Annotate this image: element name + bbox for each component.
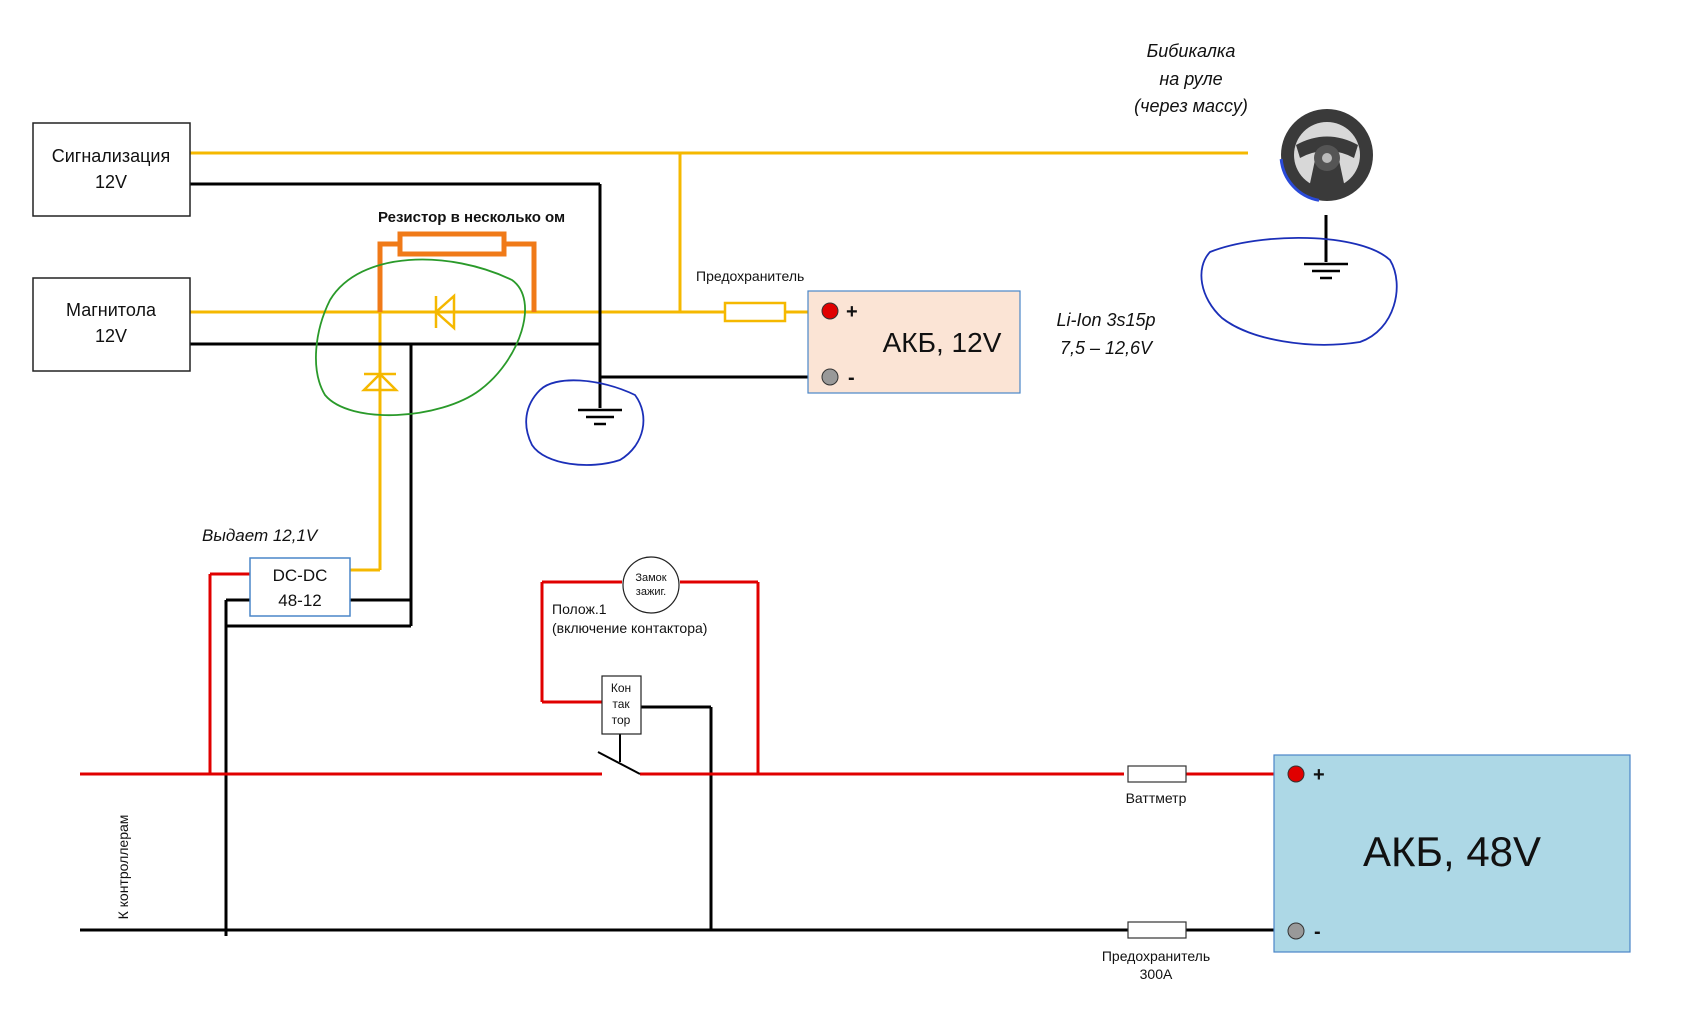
ground-icon <box>1304 262 1348 280</box>
ignition-line1: Замок <box>635 572 666 584</box>
fuse-small-label: Предохранитель <box>696 268 804 284</box>
alarm-box-line2: 12V <box>95 172 127 192</box>
contactor-line1: Кон <box>611 681 631 695</box>
ground-wires <box>80 182 1328 936</box>
horn-label-line2: на руле <box>1159 69 1222 89</box>
contactor-line2: так <box>612 697 630 711</box>
battery-12v-spec2: 7,5 – 12,6V <box>1060 338 1154 358</box>
fuse-300a-label2: 300А <box>1140 966 1173 982</box>
battery-48v-title: АКБ, 48V <box>1363 828 1541 875</box>
diode-icon <box>360 372 400 392</box>
contactor-switch <box>597 734 641 775</box>
blue-highlight-right <box>1200 237 1398 346</box>
horn-label-line1: Бибикалка <box>1147 41 1236 61</box>
controllers-label: К контроллерам <box>115 815 131 920</box>
ground-icon <box>578 408 622 426</box>
radio-box <box>32 277 191 372</box>
radio-box-line2: 12V <box>95 326 127 346</box>
steering-wheel-icon <box>1279 107 1375 203</box>
battery-12v-plus-sign: + <box>846 301 858 323</box>
fuse-300a-label1: Предохранитель <box>1102 948 1210 964</box>
position1-label: Полож.1 <box>552 601 607 617</box>
battery-12v-plus-terminal <box>821 302 839 320</box>
contactor-box <box>601 675 642 735</box>
ignition-line2: зажиг. <box>636 586 666 598</box>
green-highlight <box>315 258 526 416</box>
horn-label-line3: (через массу) <box>1134 96 1248 116</box>
battery-48v-minus-terminal <box>1287 922 1305 940</box>
dcdc-output-label: Выдает 12,1V <box>202 526 319 545</box>
dcdc-box <box>249 557 351 617</box>
fuse-300a <box>1127 921 1187 939</box>
dcdc-line1: DC-DC <box>273 566 328 585</box>
wattmeter-label: Ваттметр <box>1126 790 1187 806</box>
battery-12v-spec1: Li-Ion 3s15p <box>1056 310 1155 330</box>
position1-note: (включение контактора) <box>552 620 707 636</box>
alarm-box-line1: Сигнализация <box>52 146 171 166</box>
battery-48v-plus-terminal <box>1287 765 1305 783</box>
battery-12v <box>807 290 1021 394</box>
resistor <box>377 231 537 312</box>
fuse-small <box>723 301 787 323</box>
high-voltage-wires <box>80 572 1286 776</box>
dcdc-line2: 48-12 <box>278 591 321 610</box>
contactor-line3: тор <box>612 713 631 727</box>
battery-48v-plus-sign: + <box>1313 764 1325 786</box>
battery-12v-minus-terminal <box>821 368 839 386</box>
battery-12v-minus-sign: - <box>848 367 855 389</box>
blue-highlight-left <box>525 379 645 466</box>
wattmeter <box>1127 765 1187 783</box>
diode-icon <box>434 293 456 331</box>
radio-box-line1: Магнитола <box>66 300 157 320</box>
resistor-label: Резистор в несколько ом <box>378 209 565 226</box>
battery-48v <box>1273 754 1631 953</box>
low-voltage-wires <box>190 151 1248 572</box>
alarm-box <box>32 122 191 217</box>
ignition-lock <box>622 556 680 614</box>
battery-48v-minus-sign: - <box>1314 921 1321 943</box>
battery-12v-title: АКБ, 12V <box>883 327 1002 358</box>
